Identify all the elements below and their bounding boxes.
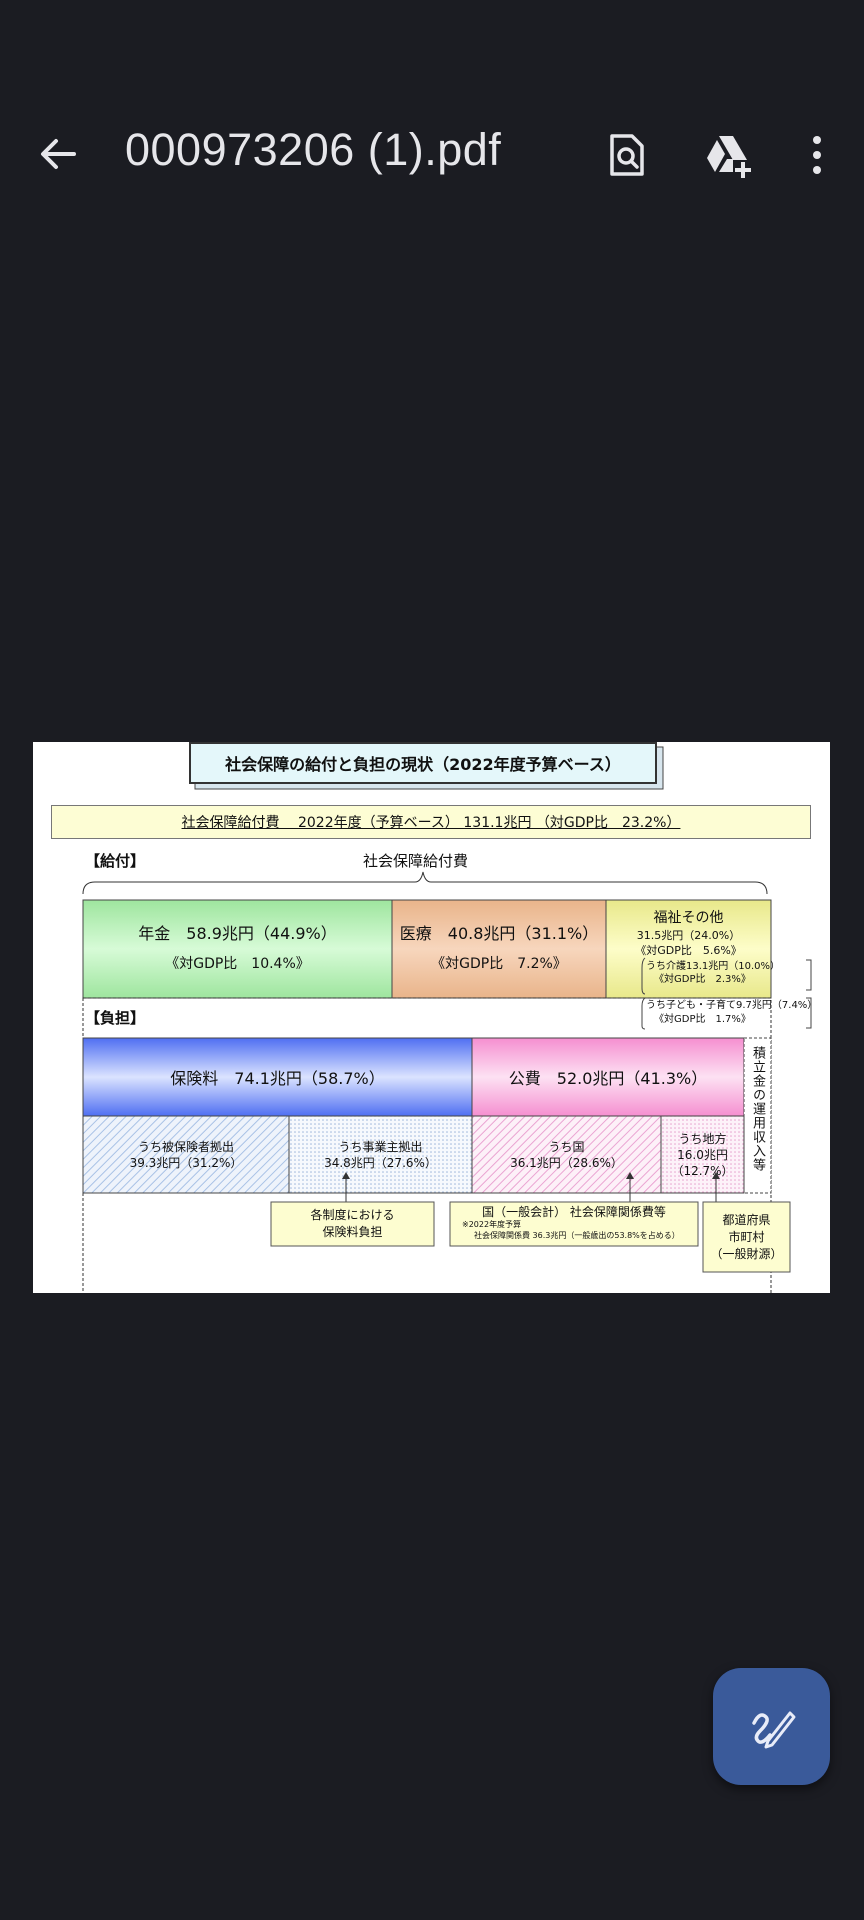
care-block: うち介護13.1兆円（10.0%） 《対GDP比 2.3%》 — [646, 960, 780, 986]
children-gdp: 《対GDP比 1.7%》 — [654, 1014, 751, 1025]
document-heading: 社会保障の給付と負担の現状（2022年度予算ベース） — [189, 742, 657, 784]
pension-block: 年金 58.9兆円（44.9%） 《対GDP比 10.4%》 — [83, 900, 392, 998]
local-block: うち地方 16.0兆円 （12.7%） — [661, 1116, 744, 1193]
pension-amount: 年金 58.9兆円（44.9%） — [138, 924, 337, 943]
edit-pen-icon — [746, 1701, 798, 1753]
pension-gdp: 《対GDP比 10.4%》 — [165, 956, 310, 972]
arrow-left-icon[interactable] — [38, 134, 78, 174]
reserve-income: 積立金の運用収入等 — [750, 1046, 765, 1172]
more-vert-icon[interactable] — [804, 132, 830, 178]
welfare-gdp: 《対GDP比 5.6%》 — [635, 944, 742, 957]
medical-gdp: 《対GDP比 7.2%》 — [431, 956, 567, 972]
pdf-page[interactable]: 社会保障の給付と負担の現状（2022年度予算ベース） 社会保障給付費 2022年… — [33, 742, 830, 1293]
local-note-line3: （一般財源） — [710, 1246, 783, 1261]
document-search-icon[interactable] — [604, 132, 650, 178]
welfare-amount: 31.5兆円（24.0%） — [636, 929, 741, 942]
premium-note: 各制度における 保険料負担 — [271, 1202, 434, 1246]
insured-label: うち被保険者拠出 — [137, 1139, 234, 1154]
google-drive-add-icon[interactable] — [703, 132, 755, 178]
local-note-line2: 市町村 — [728, 1229, 765, 1244]
top-app-bar: 000973206 (1).pdf — [0, 110, 864, 200]
children-amount: うち子ども・子育て9.7兆円（7.4%） — [646, 1000, 818, 1011]
premium-note-line2: 保険料負担 — [322, 1225, 383, 1239]
national-note-line1: 国（一般会計） 社会保障関係費等 — [482, 1205, 666, 1219]
insured-amount: 39.3兆円（31.2%） — [129, 1155, 243, 1170]
national-block: うち国 36.1兆円（28.6%） — [472, 1116, 661, 1193]
local-note: 都道府県 市町村 （一般財源） — [703, 1202, 790, 1272]
national-note: 国（一般会計） 社会保障関係費等 ※2022年度予算 社会保障関係費 36.3兆… — [450, 1205, 698, 1241]
medical-block: 医療 40.8兆円（31.1%） 《対GDP比 7.2%》 — [392, 900, 606, 998]
national-note-line2: ※2022年度予算 — [462, 1220, 522, 1229]
care-amount: うち介護13.1兆円（10.0%） — [646, 961, 781, 972]
annotate-fab-button[interactable] — [713, 1668, 830, 1785]
local-note-line1: 都道府県 — [722, 1212, 771, 1227]
care-gdp: 《対GDP比 2.3%》 — [654, 974, 751, 985]
kyufu-label: 【給付】 — [85, 852, 146, 870]
national-label: うち国 — [548, 1139, 585, 1154]
futan-label: 【負担】 — [85, 1009, 146, 1027]
medical-amount: 医療 40.8兆円（31.1%） — [399, 924, 599, 943]
insured-block: うち被保険者拠出 39.3兆円（31.2%） — [83, 1116, 289, 1193]
local-label: うち地方 — [678, 1131, 727, 1146]
national-note-line3: 社会保障関係費 36.3兆円（一般歳出の53.8%を占める） — [474, 1231, 680, 1240]
public-total: 公費 52.0兆円（41.3%） — [508, 1069, 708, 1088]
document-title: 000973206 (1).pdf — [125, 124, 502, 175]
welfare-title: 福祉その他 — [653, 910, 724, 926]
local-amount: 16.0兆円 — [677, 1147, 728, 1162]
brace-label: 社会保障給付費 — [363, 852, 469, 870]
employer-block: うち事業主拠出 34.8兆円（27.6%） — [289, 1116, 472, 1193]
local-share: （12.7%） — [671, 1163, 734, 1178]
page-decorations — [82, 746, 812, 1293]
national-amount: 36.1兆円（28.6%） — [510, 1155, 623, 1170]
premium-note-line1: 各制度における — [310, 1208, 395, 1222]
children-block: うち子ども・子育て9.7兆円（7.4%） 《対GDP比 1.7%》 — [646, 999, 817, 1027]
total-benefits-bar: 社会保障給付費 2022年度（予算ベース） 131.1兆円 （対GDP比 23.… — [51, 805, 811, 839]
premiums-total: 保険料 74.1兆円（58.7%） — [170, 1069, 385, 1088]
employer-label: うち事業主拠出 — [338, 1139, 423, 1154]
employer-amount: 34.8兆円（27.6%） — [324, 1155, 437, 1170]
welfare-block: 福祉その他 31.5兆円（24.0%） 《対GDP比 5.6%》 — [606, 904, 771, 962]
